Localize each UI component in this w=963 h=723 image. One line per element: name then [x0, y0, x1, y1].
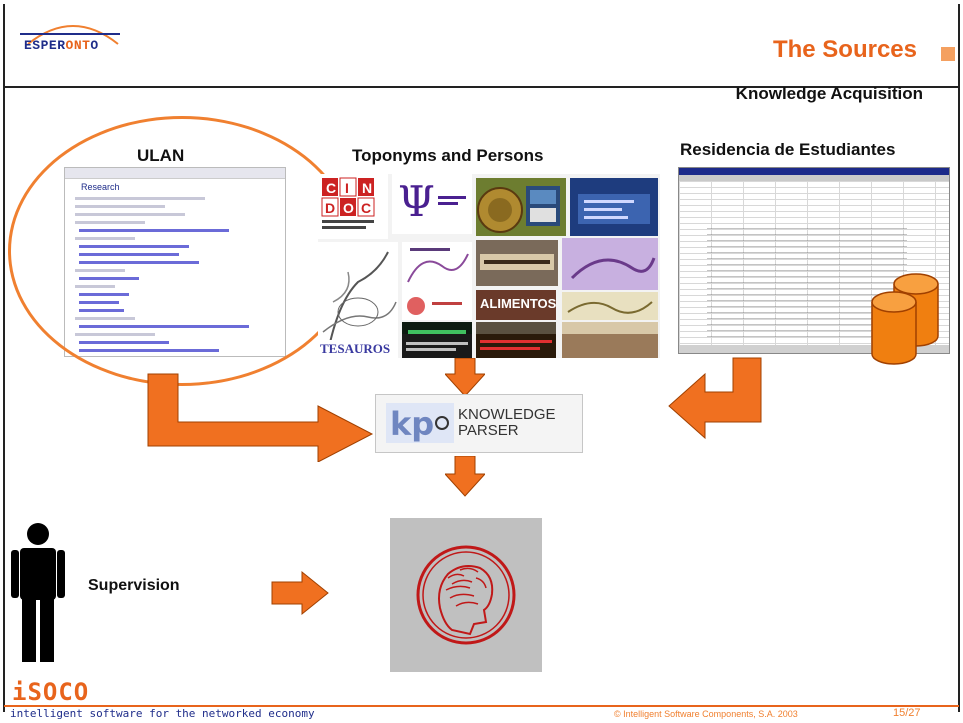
purple-map: [562, 238, 658, 290]
footer-tagline: intelligent software for the networked e…: [10, 707, 315, 720]
svg-text:D: D: [325, 200, 335, 216]
page-number: 15/27: [893, 707, 921, 719]
brown-banner: [562, 334, 658, 358]
knowledge-parser-text: KNOWLEDGE PARSER: [458, 406, 556, 439]
knowledge-head-emblem: [390, 518, 542, 672]
svg-text:C: C: [326, 180, 336, 196]
svg-text:Ψ: Ψ: [398, 177, 435, 226]
footer-copyright: © Intelligent Software Components, S.A. …: [614, 709, 798, 719]
logo-underline: [20, 33, 120, 35]
isoco-logo: iSOCO: [12, 678, 90, 706]
header-divider: [4, 86, 959, 88]
slide-frame: [3, 4, 960, 712]
blue-document: [570, 178, 658, 236]
parser-to-knowledge-arrow-icon: [445, 456, 485, 497]
toponyms-to-parser-arrow-icon: [445, 358, 485, 397]
kp-mark-icon: kp: [386, 403, 454, 443]
title-bullet: [941, 47, 955, 61]
person-icon: [11, 523, 65, 662]
alimentos-banner: ALIMENTOS: [476, 290, 556, 320]
slide-title: The Sources: [772, 36, 917, 63]
knowledge-parser-logo: kp KNOWLEDGE PARSER: [375, 394, 583, 453]
toponyms-label: Toponyms and Persons: [352, 146, 544, 165]
supervision-arrow-icon: [271, 570, 329, 616]
supervision-label: Supervision: [88, 577, 180, 594]
residencia-label: Residencia de Estudiantes: [680, 140, 896, 159]
svg-text:O: O: [343, 200, 354, 216]
svg-text:I: I: [345, 180, 349, 196]
psi-logo: Ψ: [392, 174, 472, 234]
footer-divider: [4, 705, 959, 707]
head-profile-icon: [416, 545, 516, 645]
marinas-image: [562, 292, 658, 320]
residencia-to-parser-arrow-icon: [668, 357, 762, 440]
svg-text:kp: kp: [390, 405, 434, 443]
cindoc-logo: C I N D O C: [318, 174, 388, 239]
dark-banner: [402, 334, 472, 358]
ulan-highlight-oval: [8, 116, 356, 386]
toponyms-collage: C I N D O C Ψ: [318, 174, 660, 358]
slide-subtitle: Knowledge Acquisition: [735, 84, 923, 103]
thesaurus-banner: [476, 240, 558, 286]
svg-text:C: C: [361, 200, 371, 216]
coin-image: [476, 178, 566, 236]
logo-arc-icon: [27, 25, 119, 45]
tesoro-image: [402, 242, 472, 294]
ulan-to-parser-arrow-icon: [147, 373, 374, 462]
fruit-image: [402, 292, 472, 320]
database-icon: [871, 273, 939, 365]
tesauros-label-tile: TESAUROS: [318, 340, 398, 358]
svg-text:N: N: [362, 180, 372, 196]
logo-text: ESPERONTO: [24, 38, 99, 53]
red-banner: [476, 334, 556, 358]
